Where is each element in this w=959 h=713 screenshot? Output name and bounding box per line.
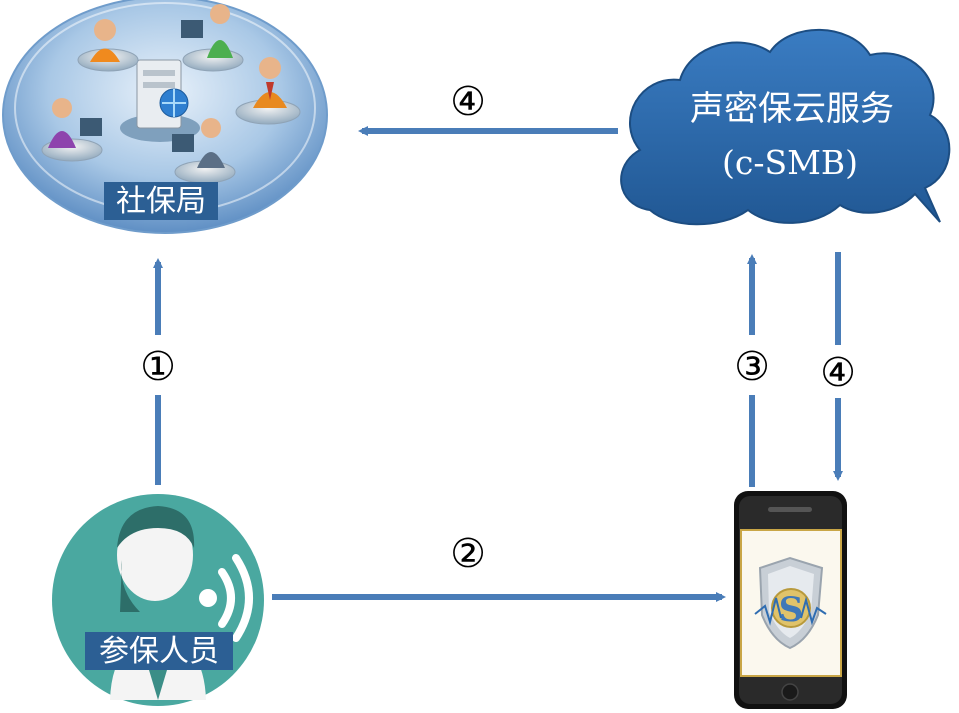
insured-person-node: 参保人员	[52, 494, 264, 706]
step-label-4-left: ④	[450, 79, 486, 125]
step-label-2: ②	[450, 531, 486, 577]
flow-arrows	[153, 126, 843, 602]
workstation-icon	[41, 98, 103, 162]
step-label-3: ③	[734, 344, 770, 390]
svg-text:S: S	[779, 590, 804, 630]
workstation-icon	[235, 57, 301, 125]
step-label-1: ①	[140, 344, 176, 390]
wireless-signal-icon	[199, 554, 253, 642]
shield-s-app-icon: S	[754, 556, 827, 650]
smartphone-node: S	[734, 491, 847, 709]
cloud-subtitle: (c-SMB)	[722, 143, 858, 182]
cloud-service-node: 声密保云服务 (c-SMB)	[620, 28, 951, 226]
step-label-4-down: ④	[820, 350, 856, 396]
insured-label: 参保人员	[99, 634, 219, 669]
workstation-icon	[77, 19, 139, 72]
bureau-label: 社保局	[116, 184, 206, 219]
cloud-title: 声密保云服务	[690, 89, 894, 129]
bureau-node: 社保局	[2, 0, 328, 234]
workstation-icon	[181, 4, 244, 72]
